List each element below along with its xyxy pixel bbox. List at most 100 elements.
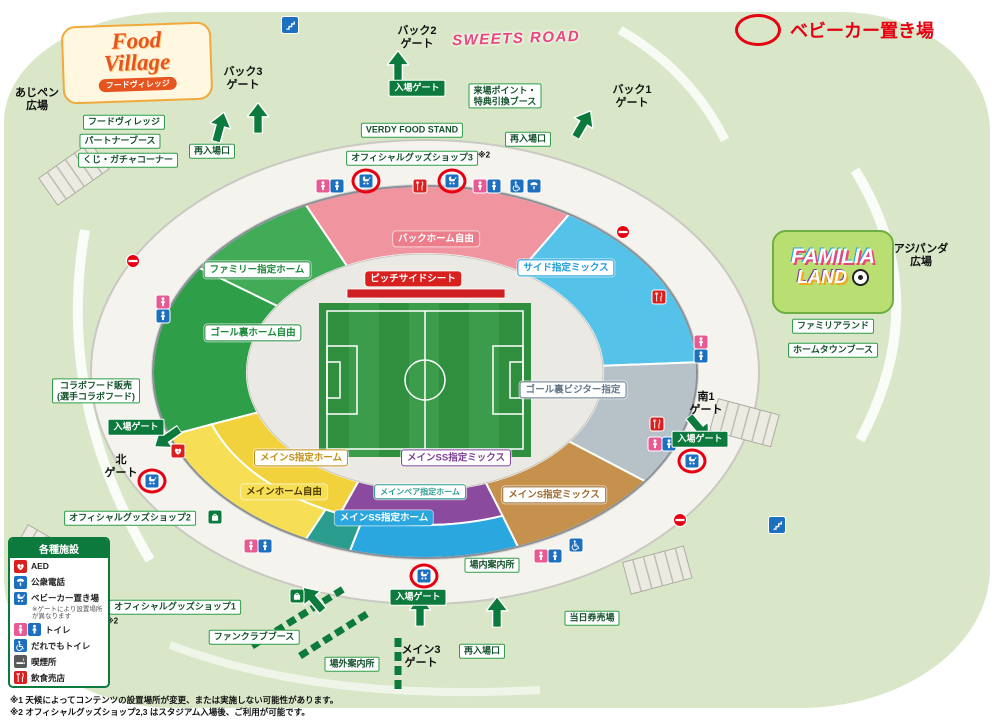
stroller-circle-marker <box>437 168 467 194</box>
ticket-office-label: 当日券売場 <box>564 610 620 626</box>
familia-land-booth-label: ファミリアランド <box>791 318 875 334</box>
familia-land-logo-line2: LAND <box>774 267 892 289</box>
back1-gate-label: バック1 ゲート <box>612 84 652 109</box>
familia-land-logo: FAMILIA LAND <box>772 230 894 314</box>
phone-icon <box>527 179 541 193</box>
legend-item-wheelchair: だれでもトイレ <box>10 638 108 654</box>
goods-shop-3-label: オフィシャルグッズショップ3 <box>346 150 478 166</box>
stroller-circle-marker <box>351 168 381 194</box>
fork-icon <box>650 417 664 431</box>
legend-item-label: ベビーカー置き場 <box>31 593 100 603</box>
main-s-home-stand-label: メインS指定ホーム <box>253 449 349 467</box>
stroller-icon <box>677 448 707 474</box>
main-pair-home-stand-label: メインペア指定ホーム <box>374 484 466 500</box>
stroller-parking-legend-label: ベビーカー置き場 <box>790 21 934 41</box>
gate-arrow-icon <box>565 105 601 143</box>
main-home-free-stand-label: メインホーム自由 <box>241 484 327 500</box>
partner-booth-label: パートナーブース <box>79 133 161 149</box>
legend-item-label: 飲食売店 <box>31 672 66 683</box>
gate-arrow-icon <box>247 102 269 134</box>
point-exchange-booth-label: 来場ポイント・ 特典引換ブース <box>468 83 542 109</box>
shop-icon <box>290 589 304 603</box>
legend-item-note: ※ゲートにより設置場所が異なります <box>32 606 103 621</box>
reentry-top-right-label: 再入場口 <box>504 131 552 147</box>
inside-info-label: 場内案内所 <box>464 557 520 573</box>
smoke-icon <box>14 655 27 669</box>
noentry-icon <box>616 225 631 240</box>
phone-icon <box>14 575 27 589</box>
main-s-mix-stand-label: メインS指定ミックス <box>502 486 606 504</box>
wheelchair-icon <box>569 538 583 552</box>
goods-shop-1-note-label: ※2 <box>105 616 119 626</box>
pitch-side-seat-stand-label: ピッチサイドシート <box>365 271 461 287</box>
side-reserved-mix-stand-label: サイド指定ミックス <box>517 259 615 277</box>
stroller-icon <box>137 468 167 494</box>
goods-shop-2-label: オフィシャルグッズショップ2 <box>64 510 196 526</box>
legend-item-label: トイレ <box>45 624 71 635</box>
back-home-free-stand-label: バックホーム自由 <box>393 231 479 247</box>
lawn-path <box>850 167 902 443</box>
stroller-icon <box>351 168 381 194</box>
stroller-icon <box>14 591 27 605</box>
toilet-icon <box>316 179 344 193</box>
food-village-booth-label: フードヴィレッジ <box>82 114 166 130</box>
wheelchair-icon <box>510 179 524 193</box>
noentry-icon <box>673 513 688 528</box>
soccer-ball-icon <box>852 269 869 287</box>
main-ss-mix-stand-label: メインSS指定ミックス <box>401 449 511 467</box>
food-village-logo-sub: フードヴィレッジ <box>98 76 177 93</box>
hometown-booth-label: ホームタウンブース <box>787 342 879 358</box>
gate-arrow-icon <box>387 50 409 82</box>
legend-item-phone: 公衆電話 <box>10 574 108 590</box>
legend-item-aed: AED <box>10 558 108 574</box>
entrance-gate-north-label: 入場ゲート <box>107 418 165 436</box>
south1-gate-label: 南1 ゲート <box>689 391 723 416</box>
footnote-2: ※2 オフィシャルグッズショップ2,3 はスタジアム入場後、ご利用が可能です。 <box>10 706 310 717</box>
lawn-path <box>617 26 730 143</box>
toilet-icon <box>534 549 562 563</box>
legend-item-smoke: 喫煙所 <box>10 654 108 670</box>
goods-shop-3-note-label: ※2 <box>477 150 491 160</box>
legend-item-stroller: ベビーカー置き場 <box>10 590 108 606</box>
legend-item-fork: 飲食売店 <box>10 670 108 686</box>
footnote-1: ※1 天候によってコンテンツの設置場所が変更、または実施しない可能性があります。 <box>10 695 339 705</box>
stairs-icon <box>282 17 298 33</box>
gate-arrow-icon <box>205 109 235 145</box>
kuji-gacha-corner-label: くじ・ガチャコーナー <box>78 152 178 168</box>
goal-back-home-free-stand-label: ゴール裏ホーム自由 <box>204 324 302 342</box>
shop-icon <box>208 510 222 524</box>
entrance-gate-south-label: 入場ゲート <box>671 430 729 448</box>
aed-icon <box>14 559 27 573</box>
food-village-logo: Food Village フードヴィレッジ <box>60 21 214 105</box>
north-gate-label: 北 ゲート <box>104 454 138 479</box>
stroller-circle-marker <box>677 448 707 474</box>
toilet-icon <box>156 295 170 323</box>
main3-gate-label: メイン3 ゲート <box>401 644 441 669</box>
goods-shop-1-label: オフィシャルグッズショップ1 <box>109 599 241 615</box>
fanclub-booth-label: ファンクラブブース <box>208 629 300 645</box>
toilet-icon <box>244 539 272 553</box>
outside-info-label: 場外案内所 <box>324 656 380 672</box>
food-village-logo-line2: Village <box>103 48 171 76</box>
stroller-circle-marker <box>409 563 439 589</box>
gate-arrow-icon <box>486 596 508 628</box>
back3-gate-label: バック3 ゲート <box>223 66 263 91</box>
footnotes: ※1 天候によってコンテンツの設置場所が変更、または実施しない可能性があります。… <box>10 695 338 719</box>
entrance-gate-main-label: 入場ゲート <box>389 588 447 606</box>
wheelchair-icon <box>14 639 27 653</box>
noentry-icon <box>126 254 141 269</box>
stroller-icon <box>437 168 467 194</box>
toilet-icon <box>473 179 501 193</box>
back2-gate-label: バック2 ゲート <box>397 25 437 50</box>
goal-back-visitor-stand-label: ゴール裏ビジター指定 <box>519 381 627 399</box>
fork-icon <box>652 290 666 304</box>
lawn-path <box>168 641 541 697</box>
main-ss-home-stand-label: メインSS指定ホーム <box>334 510 434 526</box>
reentry-top-left-label: 再入場口 <box>188 143 236 159</box>
stroller-icon <box>409 563 439 589</box>
ajipanda-plaza-label: アジパンダ 広場 <box>893 243 949 268</box>
fork-icon <box>14 671 27 685</box>
aed-icon <box>171 444 185 458</box>
toilet-icon <box>14 623 41 637</box>
family-reserved-home-stand-label: ファミリー指定ホーム <box>203 261 311 279</box>
